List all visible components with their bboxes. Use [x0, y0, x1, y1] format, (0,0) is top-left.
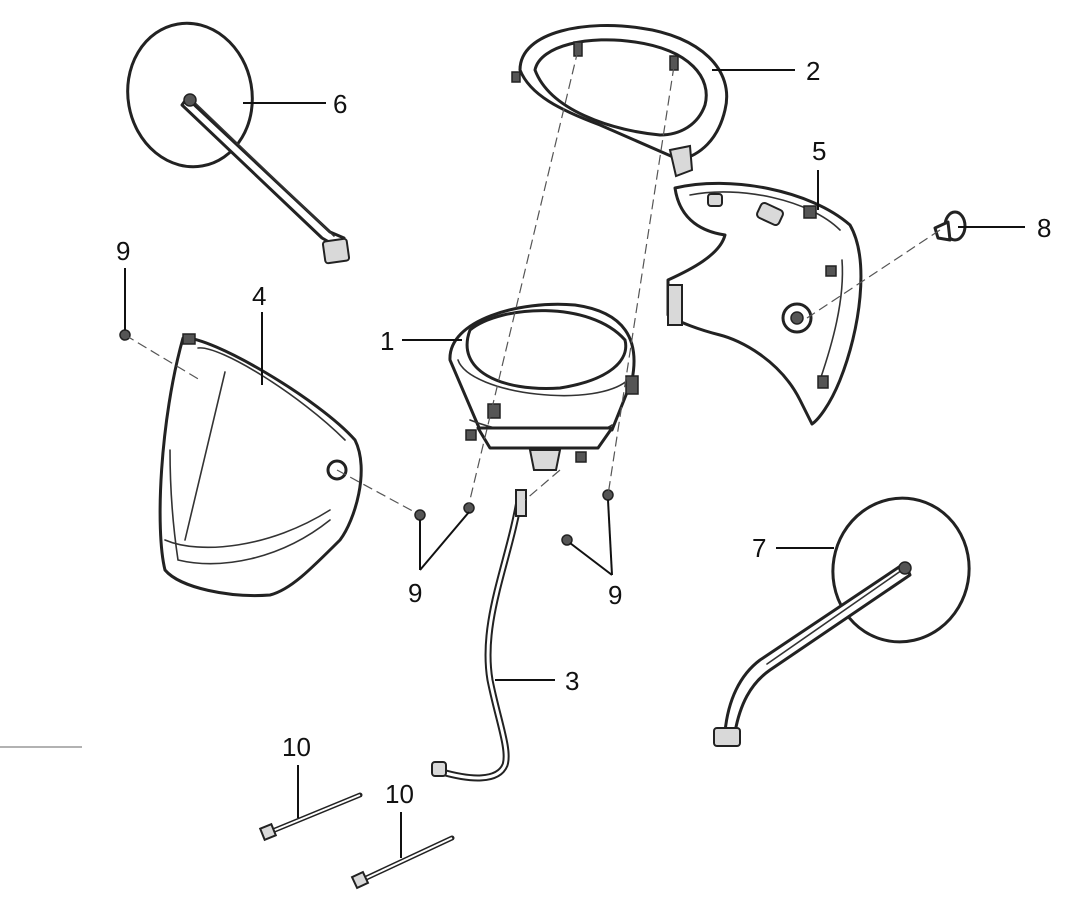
assembly-guide-lines: [124, 49, 941, 516]
callout-10-upper: 10: [282, 732, 311, 762]
screw-set: [119, 329, 614, 546]
headlight-unit: [448, 302, 639, 471]
callout-6: 6: [333, 89, 347, 119]
callout-9-left: 9: [116, 236, 130, 266]
speedometer-cable: [431, 489, 527, 782]
callout-4: 4: [252, 281, 266, 311]
callout-7: 7: [752, 533, 766, 563]
leader-lines: [0, 69, 1025, 858]
callout-9-center: 9: [408, 578, 422, 608]
bolt-lower: [350, 835, 455, 890]
callout-5: 5: [812, 136, 826, 166]
front-cowl: [158, 333, 363, 597]
mirror-right: [713, 496, 971, 747]
callout-3: 3: [565, 666, 579, 696]
callout-8: 8: [1037, 213, 1051, 243]
callout-labels: 1 2 3 4 5 6 7 8 9 9 9 10 10: [116, 56, 1051, 809]
callout-1: 1: [380, 326, 394, 356]
mirror-left: [126, 21, 351, 265]
bolt-upper: [258, 792, 363, 842]
headlight-rear-cover: [666, 181, 863, 426]
callout-9-right: 9: [608, 580, 622, 610]
callout-2: 2: [806, 56, 820, 86]
headlight-rim: [511, 23, 729, 178]
callout-10-lower: 10: [385, 779, 414, 809]
